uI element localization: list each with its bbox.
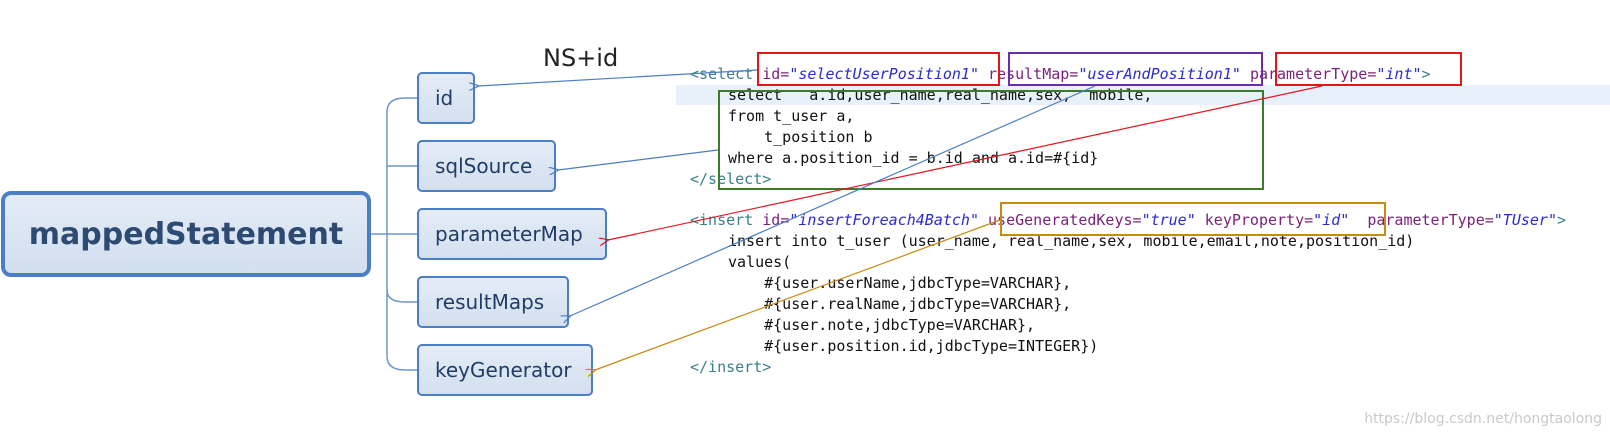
select-resultmap-value: "userAndPosition1" — [1078, 65, 1241, 83]
connector-resultmaps — [386, 289, 417, 303]
sql-source-highlight-box — [718, 90, 1264, 190]
sqlsource-node[interactable]: sqlSource — [417, 140, 556, 192]
insert-sql-line-5: #{user.note,jdbcType=VARCHAR}, — [728, 316, 1036, 334]
ns-id-label: NS+id — [543, 44, 619, 72]
select-id-value: "selectUserPosition1" — [789, 65, 979, 83]
insert-open-tag-end: > — [1557, 211, 1567, 229]
parametermap-node[interactable]: parameterMap — [417, 208, 607, 260]
resultmaps-node[interactable]: resultMaps — [417, 276, 569, 328]
id-node[interactable]: id — [417, 72, 475, 124]
insert-sql-line-4: #{user.realName,jdbcType=VARCHAR}, — [728, 295, 1072, 313]
keygenerator-node[interactable]: keyGenerator — [417, 344, 593, 396]
select-open-tag: <select — [690, 65, 754, 83]
parametertype-highlight-box — [1275, 52, 1462, 86]
insert-paramtype-attr: parameterType= — [1367, 211, 1494, 229]
insert-paramtype-value: "TUser" — [1493, 211, 1557, 229]
insert-close-tag: </insert> — [690, 358, 772, 376]
insert-open-tag: <insert — [690, 211, 754, 229]
select-id-highlight-box — [757, 52, 1000, 86]
select-open-tag-end: > — [1421, 65, 1431, 83]
keygen-highlight-box — [1000, 202, 1386, 236]
insert-sql-line-3: #{user.userName,jdbcType=VARCHAR}, — [728, 274, 1072, 292]
insert-keyproperty-value: "id" — [1313, 211, 1350, 229]
select-id-attr: id= — [762, 65, 790, 83]
mapped-statement-node[interactable]: mappedStatement — [1, 191, 371, 277]
select-paramtype-value: "int" — [1376, 65, 1422, 83]
watermark: https://blog.csdn.net/hongtaolong — [1364, 411, 1602, 427]
insert-sql-line-6: #{user.position.id,jdbcType=INTEGER}) — [728, 337, 1099, 355]
insert-id-attr: id= — [762, 211, 790, 229]
select-paramtype-attr: parameterType= — [1249, 65, 1377, 83]
resultmap-highlight-box — [1008, 52, 1263, 86]
insert-id-value: "insertForeach4Batch" — [789, 211, 979, 229]
insert-sql-line-2: values( — [728, 253, 792, 271]
select-resultmap-attr: resultMap= — [988, 65, 1079, 83]
